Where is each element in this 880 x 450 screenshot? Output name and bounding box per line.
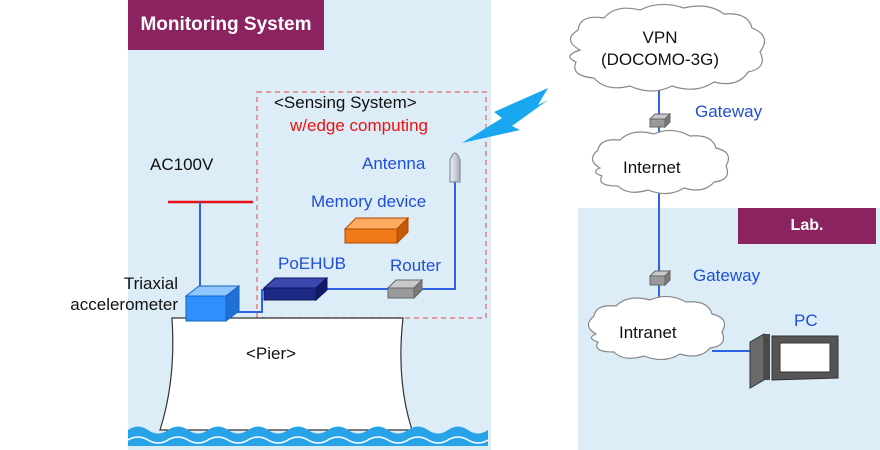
accelerometer-label-line1: Triaxial xyxy=(123,274,178,293)
edge-computing-label: w/edge computing xyxy=(290,116,428,135)
lab-title: Lab. xyxy=(738,208,876,244)
router-antenna-cable xyxy=(418,182,456,290)
power-label: AC100V xyxy=(150,155,214,174)
poehub-label: PoEHUB xyxy=(278,254,347,273)
antenna-icon xyxy=(449,152,461,183)
vpn-label-line1: VPN xyxy=(642,28,678,47)
antenna-label: Antenna xyxy=(362,154,426,173)
water-waves xyxy=(128,426,488,446)
intranet-cloud xyxy=(587,295,725,361)
wave-highlight xyxy=(127,436,489,444)
vpn-cloud xyxy=(569,3,766,92)
accelerometer-icon xyxy=(184,284,241,323)
intranet-label: Intranet xyxy=(619,323,677,342)
pc-label: PC xyxy=(794,311,818,330)
memory-device-icon xyxy=(343,216,410,245)
gateway-lab-icon xyxy=(648,269,672,287)
poehub-icon xyxy=(262,276,329,302)
signal-bolt-icon xyxy=(462,88,548,143)
accelerometer-label-line2: accelerometer xyxy=(70,295,178,314)
gateway-top-label: Gateway xyxy=(695,102,763,121)
router-icon xyxy=(386,278,424,300)
vpn-label-line2: (DOCOMO-3G) xyxy=(600,50,720,69)
pier-shape xyxy=(159,317,413,431)
gateway-top-icon xyxy=(648,112,672,129)
pc-icon xyxy=(749,333,839,389)
memory-device-label: Memory device xyxy=(311,192,427,211)
internet-cloud xyxy=(591,129,729,195)
pier-label: <Pier> xyxy=(246,344,297,363)
internet-label: Internet xyxy=(623,158,681,177)
gateway-lab-label: Gateway xyxy=(693,266,761,285)
router-label: Router xyxy=(390,256,442,275)
monitoring-system-title: Monitoring System xyxy=(128,0,324,50)
sensing-system-title: <Sensing System> xyxy=(274,93,417,112)
